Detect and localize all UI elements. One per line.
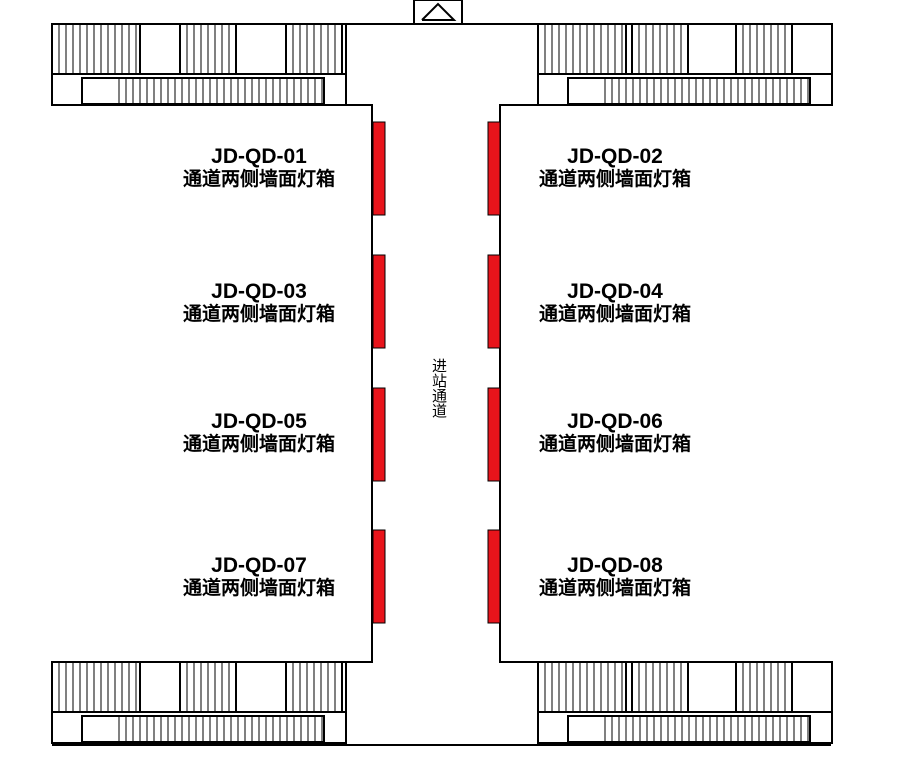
stair-block-top-left [51, 23, 347, 106]
lightbox-label-03: JD-QD-03 通道两侧墙面灯箱 [139, 280, 379, 326]
lightbox-label-04: JD-QD-04 通道两侧墙面灯箱 [495, 280, 735, 326]
lightbox-code: JD-QD-07 [211, 554, 307, 577]
lightbox-code: JD-QD-03 [211, 280, 307, 303]
lightbox-code: JD-QD-06 [567, 410, 663, 433]
lightbox-label-02: JD-QD-02 通道两侧墙面灯箱 [495, 145, 735, 191]
lightbox-desc: 通道两侧墙面灯箱 [182, 168, 335, 191]
entrance-icon [413, 0, 463, 25]
stair-block-bottom-left [51, 661, 347, 744]
lightbox-code: JD-QD-08 [567, 554, 663, 577]
lightbox-marker-07 [372, 529, 386, 624]
lightbox-marker-01 [372, 121, 386, 216]
lightbox-desc: 通道两侧墙面灯箱 [538, 433, 691, 456]
lightbox-desc: 通道两侧墙面灯箱 [182, 433, 335, 456]
lightbox-code: JD-QD-04 [567, 280, 663, 303]
lightbox-marker-04 [487, 254, 501, 349]
lightbox-markers [372, 121, 501, 624]
lightbox-marker-06 [487, 387, 501, 482]
lightbox-label-05: JD-QD-05 通道两侧墙面灯箱 [139, 410, 379, 456]
stair-blocks [51, 23, 833, 744]
lightbox-desc: 通道两侧墙面灯箱 [538, 303, 691, 326]
lightbox-marker-02 [487, 121, 501, 216]
lightbox-code: JD-QD-02 [567, 145, 663, 168]
lightbox-desc: 通道两侧墙面灯箱 [182, 303, 335, 326]
lightbox-desc: 通道两侧墙面灯箱 [538, 577, 691, 600]
lightbox-marker-05 [372, 387, 386, 482]
lightbox-label-01: JD-QD-01 通道两侧墙面灯箱 [139, 145, 379, 191]
passage-label: 进站通道 [430, 358, 448, 418]
lightbox-desc: 通道两侧墙面灯箱 [538, 168, 691, 191]
lightbox-code: JD-QD-01 [211, 145, 307, 168]
lightbox-label-06: JD-QD-06 通道两侧墙面灯箱 [495, 410, 735, 456]
lightbox-label-07: JD-QD-07 通道两侧墙面灯箱 [139, 554, 379, 600]
lightbox-desc: 通道两侧墙面灯箱 [182, 577, 335, 600]
stair-block-top-right [537, 23, 833, 106]
lightbox-code: JD-QD-05 [211, 410, 307, 433]
lightbox-marker-08 [487, 529, 501, 624]
lightbox-label-08: JD-QD-08 通道两侧墙面灯箱 [495, 554, 735, 600]
stair-block-bottom-right [537, 661, 833, 744]
lightbox-marker-03 [372, 254, 386, 349]
